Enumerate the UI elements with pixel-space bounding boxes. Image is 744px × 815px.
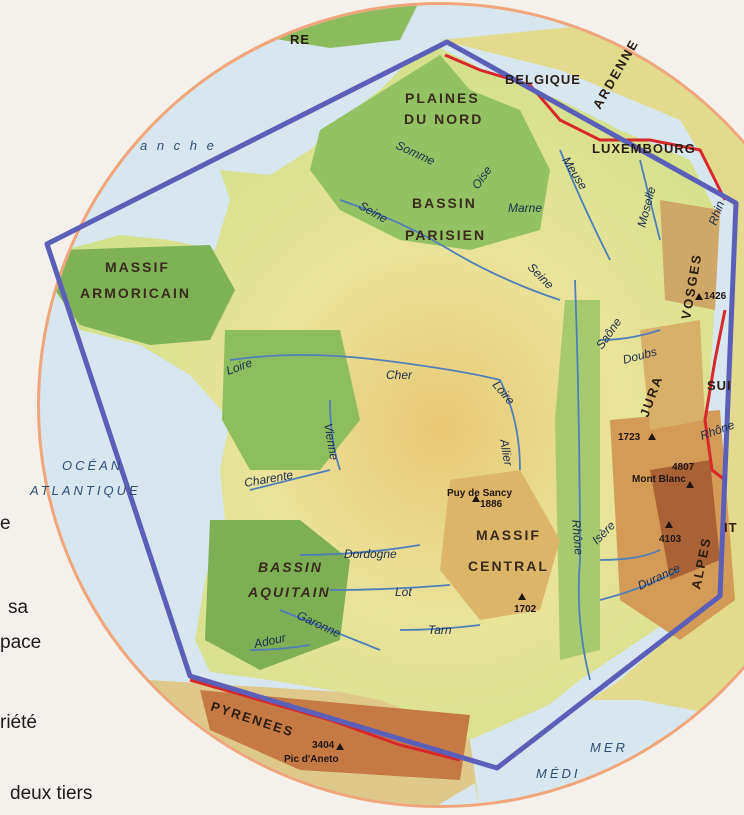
mediterranee-label: MÉDI bbox=[536, 766, 581, 781]
aneto-altitude: 3404 bbox=[312, 740, 335, 751]
ocean-label-line1: OCÉAN bbox=[62, 458, 123, 473]
aneto-name: Pic d'Aneto bbox=[284, 754, 339, 765]
allier-label: Allier bbox=[497, 437, 516, 468]
aneto-marker bbox=[336, 743, 344, 750]
mont-blanc-name: Mont Blanc bbox=[632, 474, 686, 485]
side-text-line4: deux tiers bbox=[10, 783, 93, 804]
italie-label: IT bbox=[724, 520, 738, 535]
top-country-label: RE bbox=[290, 32, 310, 47]
side-text-line3: riété bbox=[0, 712, 37, 733]
marne-label: Marne bbox=[508, 201, 542, 215]
lowland-aquitaine bbox=[205, 520, 350, 670]
map-circle-edge bbox=[37, 2, 744, 808]
vosges-relief bbox=[660, 200, 720, 310]
side-text-line2: pace bbox=[0, 632, 42, 653]
central-peak-altitude: 1702 bbox=[514, 604, 537, 615]
bassin-aquitain-line1: BASSIN bbox=[258, 559, 323, 575]
lowland-loire bbox=[222, 330, 360, 470]
massif-central-relief bbox=[440, 470, 560, 620]
puy-de-sancy-name: Puy de Sancy bbox=[447, 488, 512, 499]
alps-peak-marker bbox=[665, 521, 673, 528]
rhone-label-1: Rhône bbox=[569, 519, 586, 556]
ocean-label-line2: ATLANTIQUE bbox=[29, 483, 141, 498]
puy-de-sancy-marker bbox=[472, 495, 480, 502]
belgique-label: BELGIQUE bbox=[505, 72, 581, 87]
massif-central-line2: CENTRAL bbox=[468, 558, 549, 574]
cher-label: Cher bbox=[386, 368, 413, 382]
alps-peak-altitude: 4103 bbox=[659, 534, 682, 545]
jura-peak-altitude: 1723 bbox=[618, 432, 641, 443]
dordogne-label: Dordogne bbox=[344, 547, 397, 561]
river-network bbox=[229, 149, 681, 681]
massif-armoricain-line2: ARMORICAIN bbox=[80, 285, 191, 301]
jura-peak-marker bbox=[648, 433, 656, 440]
plaines-du-nord-line1: PLAINES bbox=[405, 90, 480, 106]
mont-blanc-marker bbox=[686, 481, 694, 488]
suisse-label: SUI bbox=[707, 378, 732, 393]
manche-label: a n c h e bbox=[140, 138, 217, 153]
lot-label: Lot bbox=[395, 585, 412, 599]
hexagon-outline bbox=[44, 39, 739, 771]
plaines-du-nord-line2: DU NORD bbox=[404, 111, 483, 127]
jura-relief bbox=[640, 320, 705, 430]
vosges-peak-marker bbox=[695, 293, 703, 300]
bassin-parisien-line2: PARISIEN bbox=[405, 227, 486, 243]
bassin-aquitain-line2: AQUITAIN bbox=[247, 584, 331, 600]
lowland-paris-basin bbox=[310, 55, 550, 250]
luxembourg-label: LUXEMBOURG bbox=[592, 141, 696, 156]
adour-label: Adour bbox=[252, 630, 288, 651]
mont-blanc-altitude: 4807 bbox=[672, 462, 695, 473]
east-border bbox=[703, 309, 727, 482]
side-text-line1: sa bbox=[8, 597, 29, 618]
lowland-brittany bbox=[55, 245, 235, 345]
alps-high-relief bbox=[650, 460, 720, 580]
massif-central-line1: MASSIF bbox=[476, 527, 541, 543]
mer-label: MER bbox=[590, 740, 628, 755]
vienne-label: Vienne bbox=[321, 422, 341, 461]
tarn-label: Tarn bbox=[428, 623, 452, 637]
massif-armoricain-line1: MASSIF bbox=[105, 259, 170, 275]
side-text-fragment: e bbox=[0, 513, 11, 534]
vosges-peak-altitude: 1426 bbox=[704, 291, 727, 302]
north-border bbox=[444, 53, 727, 201]
lowland-rhone-valley bbox=[555, 300, 600, 660]
puy-de-sancy-altitude: 1886 bbox=[480, 499, 503, 510]
central-peak-marker bbox=[518, 593, 526, 600]
pyrenees-relief bbox=[200, 690, 470, 780]
bassin-parisien-line1: BASSIN bbox=[412, 195, 477, 211]
